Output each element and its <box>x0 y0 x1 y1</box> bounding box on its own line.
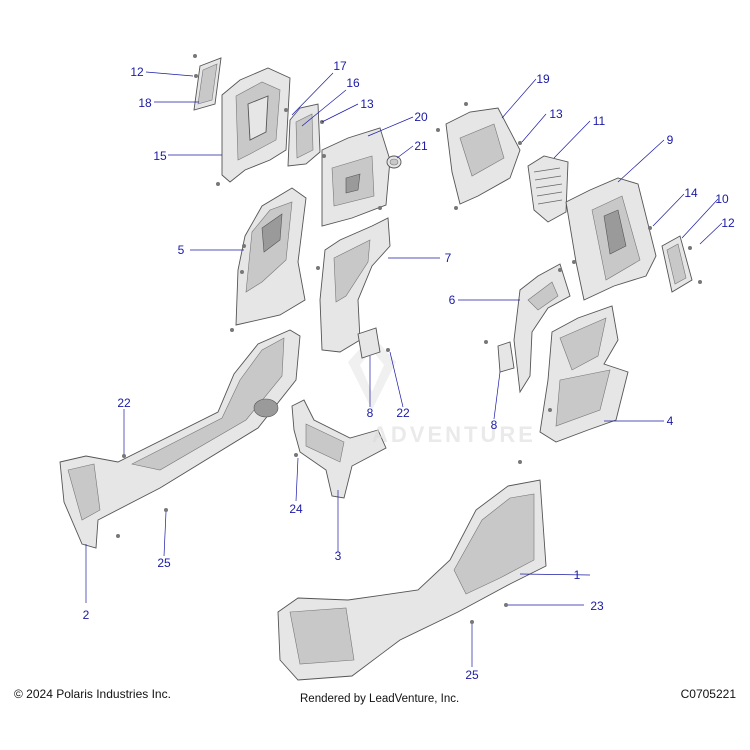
part-3-bracket[interactable] <box>291 399 387 499</box>
callout-15[interactable]: 15 <box>153 149 167 163</box>
part-15-bracket[interactable] <box>221 67 291 183</box>
callout-25-right[interactable]: 25 <box>465 668 479 682</box>
callout-3[interactable]: 3 <box>334 549 342 563</box>
callout-19[interactable]: 19 <box>536 72 550 86</box>
callout-25-left[interactable]: 25 <box>157 556 171 570</box>
callout-12-left[interactable]: 12 <box>130 65 144 79</box>
part-8-bracket-right[interactable] <box>497 341 515 373</box>
part-7-panel[interactable] <box>319 217 391 353</box>
callout-16[interactable]: 16 <box>346 76 360 90</box>
part-10-panel[interactable] <box>661 235 693 293</box>
part-11-grille[interactable] <box>527 155 569 223</box>
callout-24[interactable]: 24 <box>289 502 303 516</box>
part-1-rocker-right[interactable] <box>277 479 547 681</box>
part-8-bracket-left[interactable] <box>357 327 381 359</box>
callout-21[interactable]: 21 <box>414 139 428 153</box>
callout-13-left[interactable]: 13 <box>360 97 374 111</box>
callout-2[interactable]: 2 <box>82 608 90 622</box>
drawing-code: C0705221 <box>680 687 736 701</box>
callout-22-left[interactable]: 22 <box>117 396 131 410</box>
part-17-frame[interactable] <box>287 103 321 167</box>
part-5-panel[interactable] <box>235 187 307 326</box>
callout-17[interactable]: 17 <box>333 59 347 73</box>
part-20-panel[interactable] <box>321 127 391 227</box>
callout-1[interactable]: 1 <box>573 568 581 582</box>
callout-8-right[interactable]: 8 <box>490 418 498 432</box>
callout-22-right[interactable]: 22 <box>396 406 410 420</box>
copyright-notice: © 2024 Polaris Industries Inc. <box>14 687 171 701</box>
callout-18[interactable]: 18 <box>138 96 152 110</box>
part-18-panel[interactable] <box>193 57 222 111</box>
callout-10[interactable]: 10 <box>715 192 729 206</box>
callout-6[interactable]: 6 <box>448 293 456 307</box>
rendered-by-credit: Rendered by LeadVenture, Inc. <box>300 693 460 705</box>
callout-20[interactable]: 20 <box>414 110 428 124</box>
callout-23[interactable]: 23 <box>590 599 604 613</box>
callout-4[interactable]: 4 <box>666 414 674 428</box>
part-19-panel[interactable] <box>445 107 521 205</box>
callout-14[interactable]: 14 <box>684 186 698 200</box>
part-2-rocker-left[interactable] <box>59 329 301 549</box>
callout-9[interactable]: 9 <box>666 133 674 147</box>
watermark-logo <box>348 335 396 410</box>
callout-11[interactable]: 11 <box>592 114 606 128</box>
leader-lines <box>85 71 723 667</box>
callout-8-left[interactable]: 8 <box>366 406 374 420</box>
callout-13-right[interactable]: 13 <box>549 107 563 121</box>
callout-7[interactable]: 7 <box>444 251 452 265</box>
callout-5[interactable]: 5 <box>177 243 185 257</box>
part-9-panel[interactable] <box>565 177 657 301</box>
part-4-panel[interactable] <box>539 305 629 443</box>
watermark-text: ADVENTURE <box>372 422 536 447</box>
fasteners <box>116 54 702 624</box>
callout-12-right[interactable]: 12 <box>721 216 735 230</box>
part-6-bracket[interactable] <box>513 263 571 394</box>
